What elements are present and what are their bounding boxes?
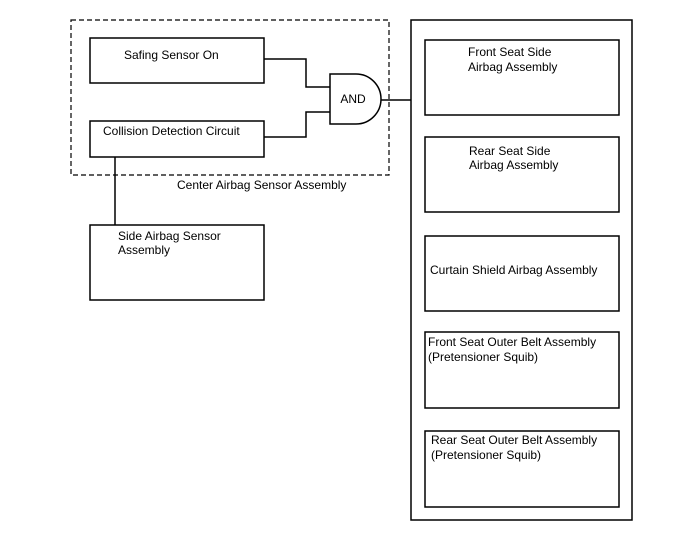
rear-seat-side-airbag-label-line-1: Rear Seat Side (469, 144, 551, 158)
front-seat-outer-belt-label-line-2: (Pretensioner Squib) (428, 350, 538, 364)
collision-to-and-wire (264, 111, 330, 138)
and-gate-label: AND (340, 92, 366, 106)
and-gate (329, 73, 382, 125)
safing-to-and-wire (264, 58, 330, 88)
front-seat-side-airbag-label-line-2: Airbag Assembly (468, 60, 557, 74)
collision-detection-circuit-box (89, 120, 265, 158)
rear-seat-outer-belt-box (424, 430, 620, 508)
rear-seat-side-airbag-box (424, 136, 620, 213)
front-seat-side-airbag-label: Front Seat Side Airbag Assembly (468, 45, 557, 74)
rear-seat-outer-belt-label-line-2: (Pretensioner Squib) (431, 448, 541, 462)
rear-seat-outer-belt-label-line-1: Rear Seat Outer Belt Assembly (431, 433, 597, 447)
rear-seat-outer-belt-label: Rear Seat Outer Belt Assembly (Pretensio… (431, 433, 600, 462)
collision-detection-circuit-label: Collision Detection Circuit (103, 124, 240, 138)
rear-seat-side-airbag-label-line-2: Airbag Assembly (469, 158, 558, 172)
side-airbag-sensor-label: Side Airbag Sensor Assembly (118, 229, 224, 257)
curtain-shield-airbag-box (424, 235, 620, 312)
safing-sensor-label: Safing Sensor On (124, 48, 219, 62)
side-airbag-sensor-box (89, 224, 265, 301)
front-seat-side-airbag-box (424, 39, 620, 116)
side-airbag-sensor-label-line-1: Side Airbag Sensor (118, 229, 221, 243)
front-seat-outer-belt-box (424, 331, 620, 409)
center-airbag-sensor-assembly-group (70, 19, 390, 176)
center-airbag-sensor-assembly-label: Center Airbag Sensor Assembly (177, 178, 346, 192)
front-seat-side-airbag-label-line-1: Front Seat Side (468, 45, 552, 59)
curtain-shield-airbag-label: Curtain Shield Airbag Assembly (430, 263, 597, 277)
safing-sensor-box (89, 37, 265, 84)
rear-seat-side-airbag-label: Rear Seat Side Airbag Assembly (469, 144, 558, 172)
side-airbag-sensor-label-line-2: Assembly (118, 243, 170, 257)
front-seat-outer-belt-label-line-1: Front Seat Outer Belt Assembly (428, 335, 596, 349)
front-seat-outer-belt-label: Front Seat Outer Belt Assembly (Pretensi… (428, 335, 599, 364)
